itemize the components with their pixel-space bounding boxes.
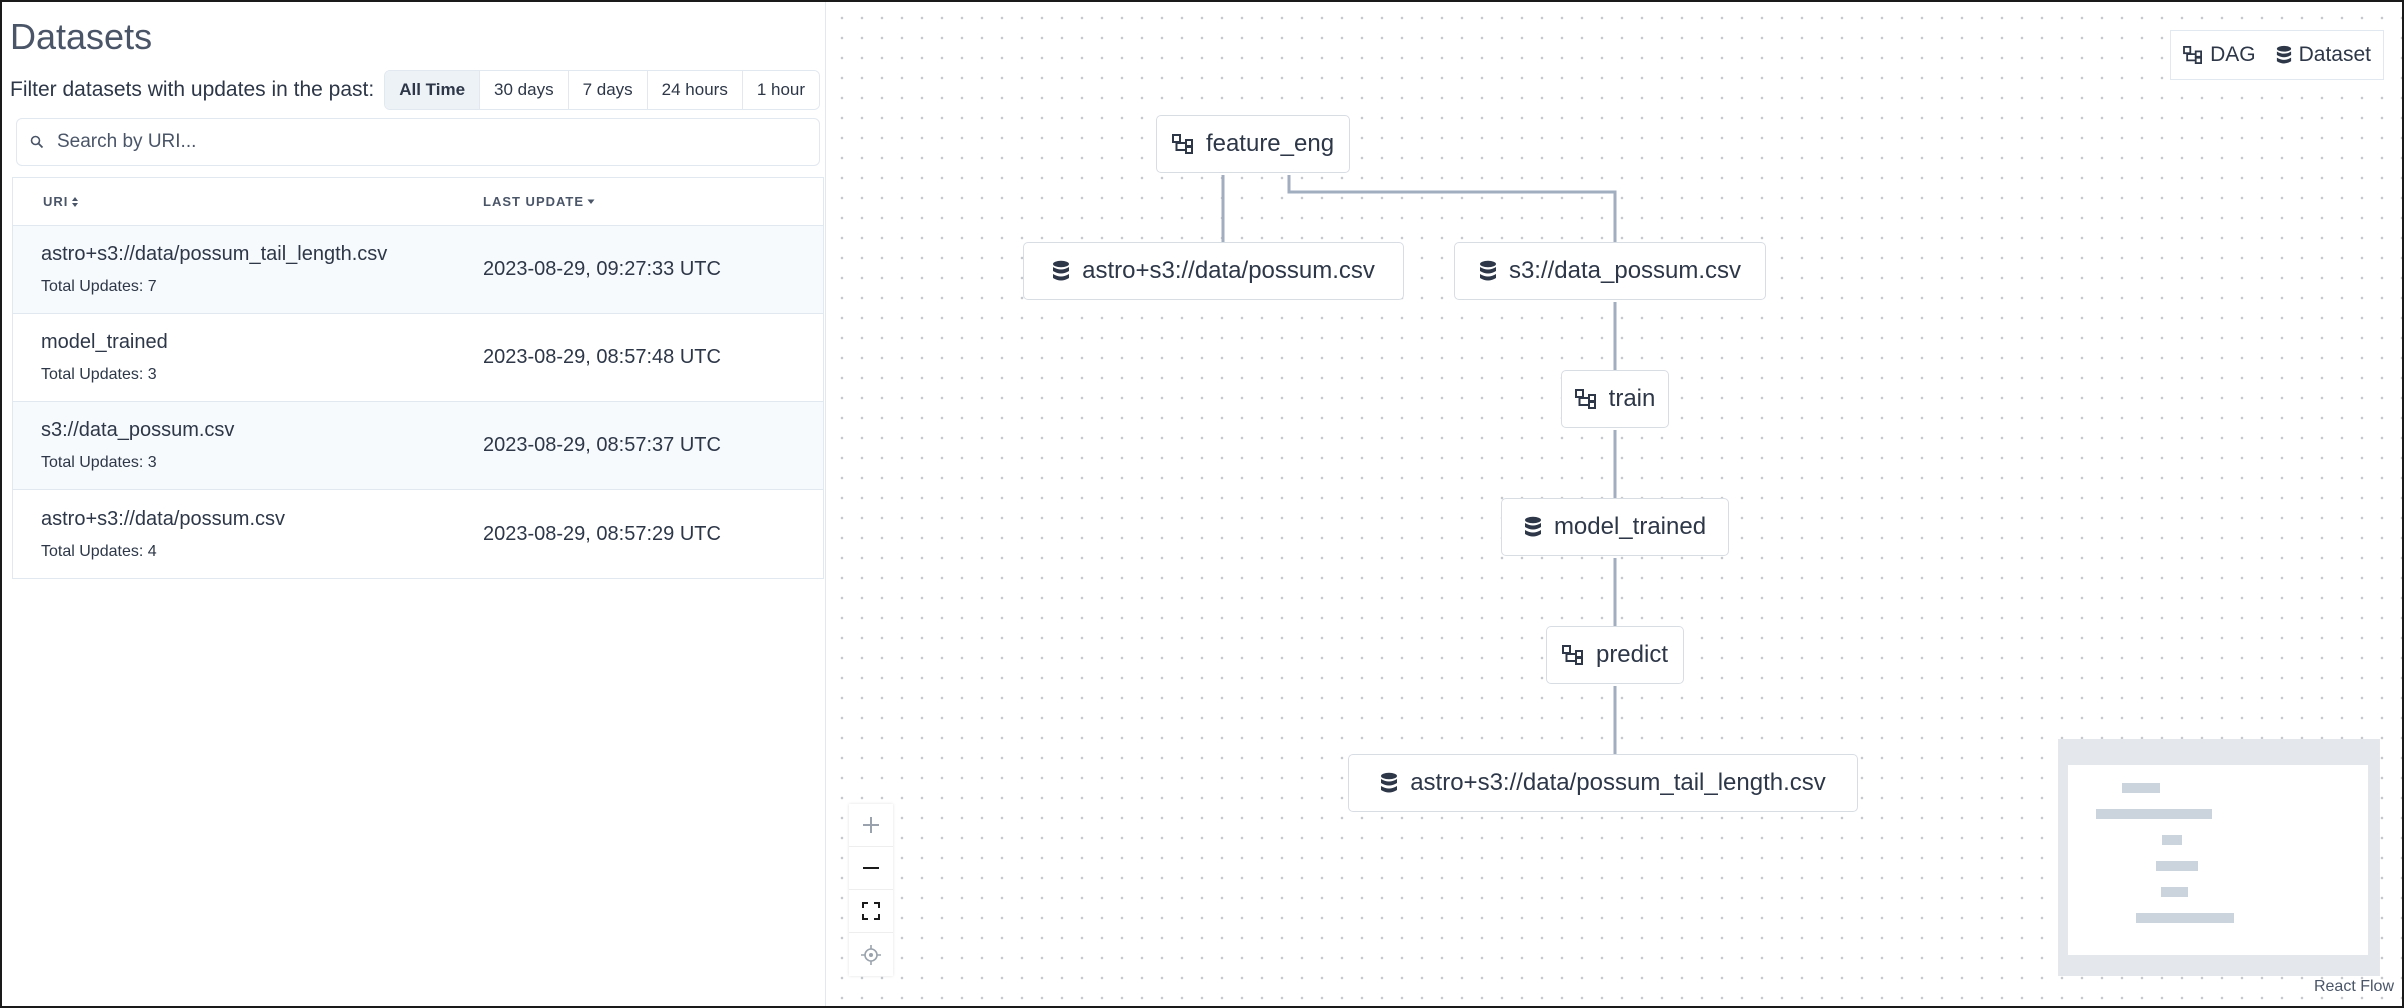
filter-all-time-button[interactable]: All Time xyxy=(385,71,480,109)
database-icon xyxy=(1524,516,1541,537)
dag-node-predict[interactable]: predict xyxy=(1546,626,1684,684)
total-updates: Total Updates: 4 xyxy=(41,542,157,560)
react-flow-attribution[interactable]: React Flow xyxy=(2313,978,2394,995)
search-box xyxy=(16,118,820,166)
filter-1-hour-button[interactable]: 1 hour xyxy=(741,71,820,109)
dataset-graph-canvas[interactable]: feature_eng astro+s3://data/possum.csv s… xyxy=(825,2,2402,1006)
minimap-node xyxy=(2162,835,2182,845)
dag-icon xyxy=(2183,46,2203,64)
dag-icon xyxy=(1574,389,1596,409)
sort-both-icon xyxy=(72,196,79,207)
center-view-button[interactable] xyxy=(849,933,893,976)
minimap-node xyxy=(2136,913,2234,923)
node-label: astro+s3://data/possum.csv xyxy=(1082,257,1375,284)
dataset-uri: model_trained xyxy=(41,331,168,353)
minimap[interactable] xyxy=(2058,739,2380,976)
last-update-cell: 2023-08-29, 09:27:33 UTC xyxy=(483,258,721,280)
dataset-node-possum-csv[interactable]: astro+s3://data/possum.csv xyxy=(1023,242,1404,300)
last-update-cell: 2023-08-29, 08:57:29 UTC xyxy=(483,522,721,545)
page-title: Datasets xyxy=(10,16,153,57)
zoom-out-button[interactable] xyxy=(849,847,893,890)
dataset-node-model-trained[interactable]: model_trained xyxy=(1501,498,1729,556)
dataset-uri: s3://data_possum.csv xyxy=(41,419,235,441)
minimap-node xyxy=(2122,783,2160,793)
dataset-node-data-possum[interactable]: s3://data_possum.csv xyxy=(1454,242,1766,300)
last-update-column-label: LAST UPDATE xyxy=(483,194,585,209)
database-icon xyxy=(1479,260,1496,281)
minimap-node xyxy=(2150,809,2212,819)
database-icon xyxy=(1381,772,1398,793)
last-update-cell: 2023-08-29, 08:57:37 UTC xyxy=(483,434,721,456)
search-input[interactable] xyxy=(57,131,797,153)
uri-column-header[interactable]: URI xyxy=(13,194,483,209)
node-label: astro+s3://data/possum_tail_length.csv xyxy=(1410,769,1826,796)
plus-icon xyxy=(863,817,879,833)
zoom-controls xyxy=(849,804,893,976)
crosshair-icon xyxy=(861,944,881,965)
node-label: predict xyxy=(1595,641,1669,668)
dataset-node-tail-length[interactable]: astro+s3://data/possum_tail_length.csv xyxy=(1348,754,1858,812)
minimap-node xyxy=(2096,809,2170,819)
fit-view-button[interactable] xyxy=(849,890,893,933)
fit-view-icon xyxy=(862,902,880,920)
total-updates: Total Updates: 3 xyxy=(41,454,157,471)
minimap-viewport xyxy=(2068,765,2368,955)
legend-dataset: Dataset xyxy=(2276,43,2371,67)
last-update-column-header[interactable]: LAST UPDATE xyxy=(483,194,595,209)
sort-desc-icon xyxy=(587,199,595,204)
uri-cell: s3://data_possum.csv Total Updates: 3 xyxy=(13,419,483,472)
dag-icon xyxy=(1171,134,1193,154)
uri-cell: model_trained Total Updates: 3 xyxy=(13,331,483,384)
legend-dag-label: DAG xyxy=(2210,43,2256,66)
time-filter-label: Filter datasets with updates in the past… xyxy=(10,78,375,101)
node-label: feature_eng xyxy=(1205,130,1335,157)
last-update-cell: 2023-08-29, 08:57:48 UTC xyxy=(483,346,721,368)
total-updates: Total Updates: 7 xyxy=(41,278,157,295)
database-icon xyxy=(1053,260,1070,281)
graph-legend: DAG Dataset xyxy=(2170,30,2384,80)
graph-edges xyxy=(1221,175,1617,754)
node-label: model_trained xyxy=(1553,513,1707,540)
minus-icon xyxy=(863,867,879,869)
dataset-uri: astro+s3://data/possum_tail_length.csv xyxy=(41,243,388,265)
total-updates: Total Updates: 3 xyxy=(41,366,157,383)
search-icon xyxy=(17,135,57,149)
dag-node-feature-eng[interactable]: feature_eng xyxy=(1156,115,1350,173)
table-row[interactable]: s3://data_possum.csv Total Updates: 3 20… xyxy=(13,402,823,490)
legend-dataset-label: Dataset xyxy=(2298,43,2371,66)
time-filter: Filter datasets with updates in the past… xyxy=(10,70,821,110)
datasets-table: URI LAST UPDATE astro+s3://data/possum_t… xyxy=(12,177,824,579)
node-label: train xyxy=(1608,385,1656,412)
dag-node-train[interactable]: train xyxy=(1561,370,1669,428)
filter-24-hours-button[interactable]: 24 hours xyxy=(646,71,742,109)
dag-icon xyxy=(1561,645,1583,665)
uri-cell: astro+s3://data/possum_tail_length.csv T… xyxy=(13,243,483,296)
table-row[interactable]: model_trained Total Updates: 3 2023-08-2… xyxy=(13,314,823,402)
time-filter-button-group: All Time 30 days 7 days 24 hours 1 hour xyxy=(384,70,821,110)
table-header: URI LAST UPDATE xyxy=(13,178,823,226)
table-row[interactable]: astro+s3://data/possum.csv Total Updates… xyxy=(13,490,823,578)
zoom-in-button[interactable] xyxy=(849,804,893,847)
uri-column-label: URI xyxy=(43,194,69,209)
filter-30-days-button[interactable]: 30 days xyxy=(479,71,568,109)
node-label: s3://data_possum.csv xyxy=(1508,257,1742,284)
minimap-node xyxy=(2161,887,2188,897)
edge-feature-eng-to-data-possum xyxy=(1287,175,1617,242)
uri-cell: astro+s3://data/possum.csv Total Updates… xyxy=(13,508,483,561)
datasets-list-panel: Datasets Filter datasets with updates in… xyxy=(2,2,825,1006)
filter-7-days-button[interactable]: 7 days xyxy=(567,71,647,109)
legend-dag: DAG xyxy=(2183,43,2256,67)
dataset-uri: astro+s3://data/possum.csv xyxy=(41,507,286,530)
minimap-node xyxy=(2156,861,2198,871)
database-icon xyxy=(2276,45,2291,64)
table-row[interactable]: astro+s3://data/possum_tail_length.csv T… xyxy=(13,226,823,314)
